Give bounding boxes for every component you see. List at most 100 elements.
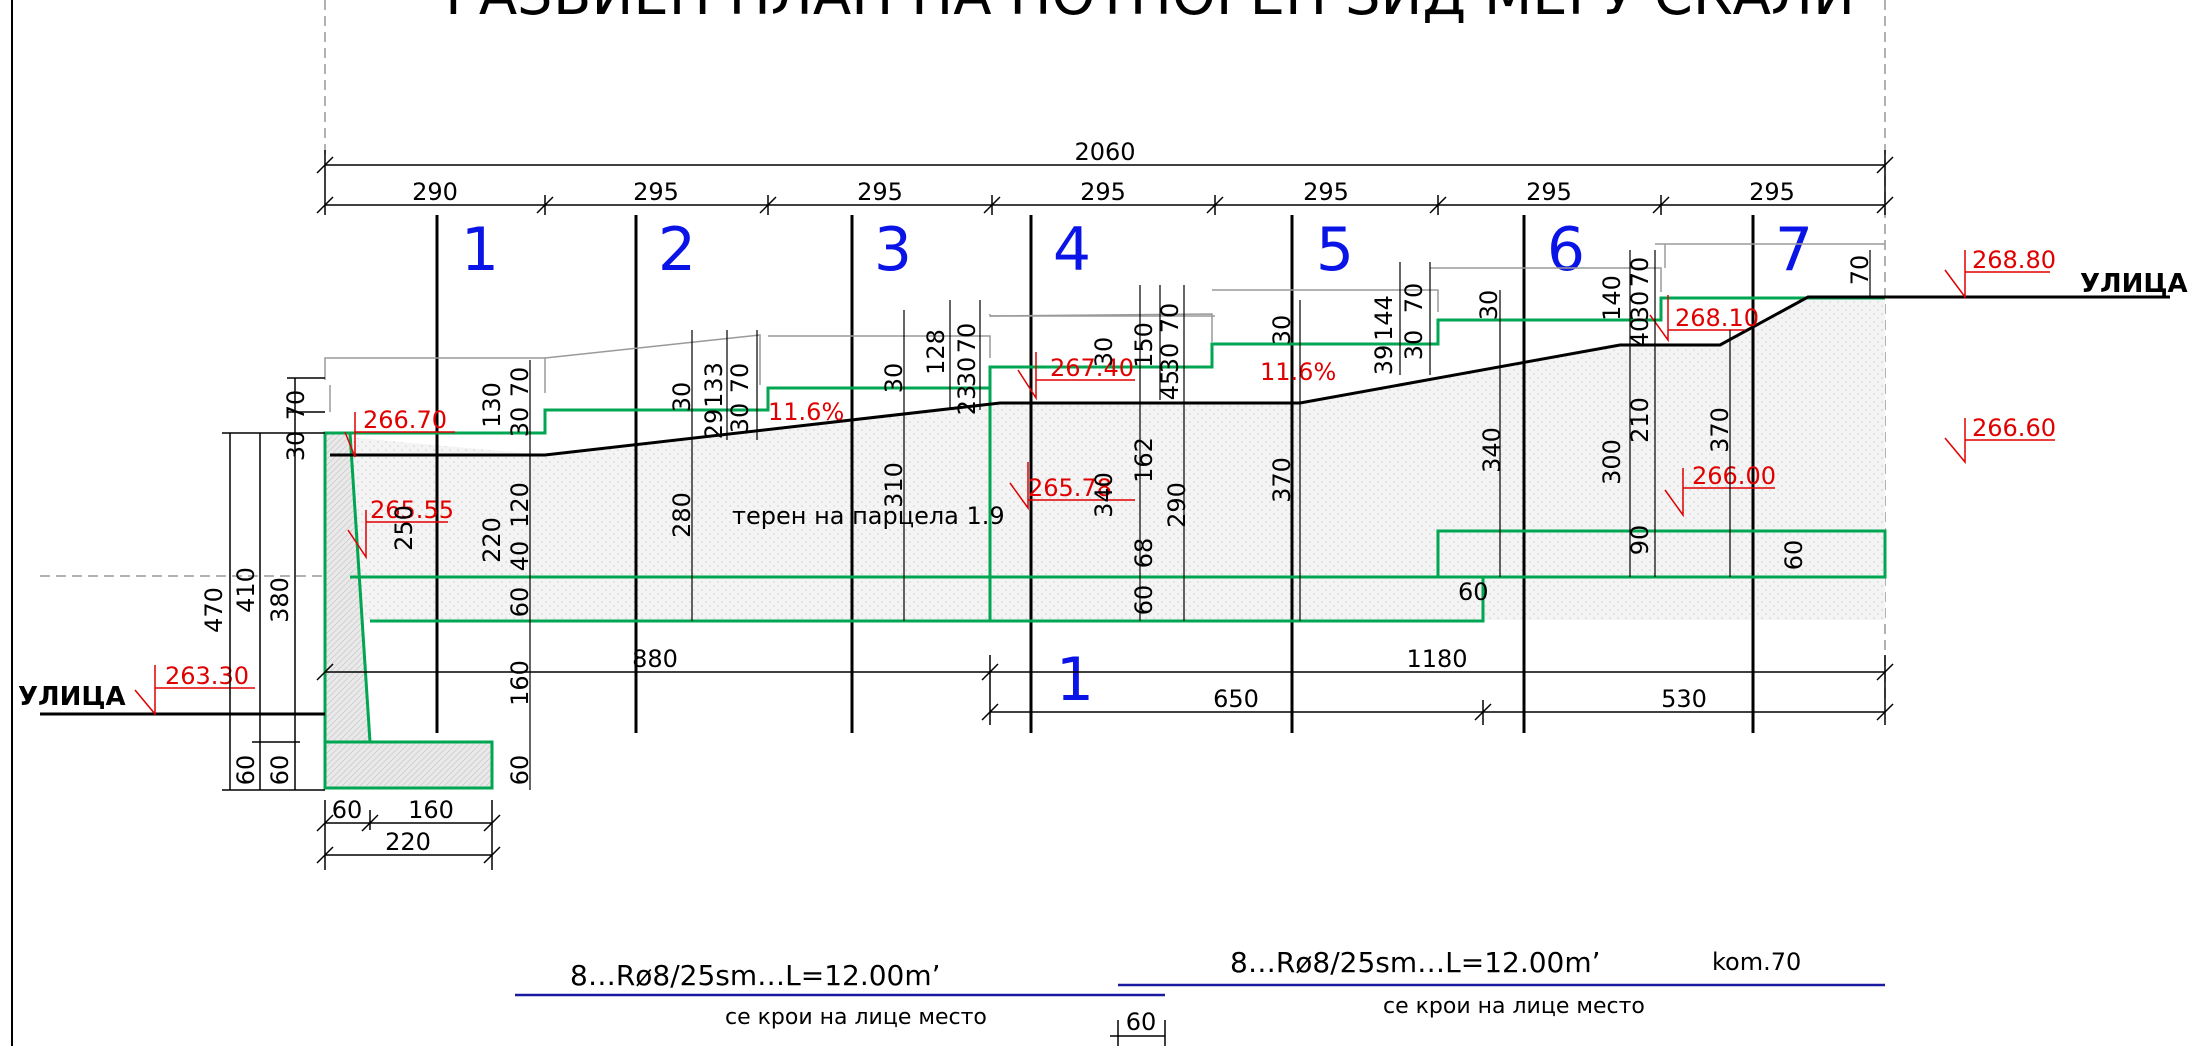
dim-1180: 1180: [1406, 645, 1467, 673]
stair-outline: [324, 243, 1885, 412]
dim-span-7: 295: [1749, 178, 1795, 206]
dim-e30: 30: [1268, 315, 1296, 346]
dim-b133: 133: [700, 362, 728, 408]
left-dim-70: 70: [282, 390, 310, 421]
inner-dimension-lines: [529, 250, 1871, 790]
dim-a120: 120: [506, 482, 534, 528]
street-label-left: УЛИЦА: [18, 682, 126, 712]
dim-g70b: 70: [1846, 255, 1874, 286]
rebar-spec-right: 8…Rø8/25sm…L=12.00m’: [1230, 946, 1601, 979]
bay-number-4: 4: [1053, 215, 1091, 285]
elevation-265-55: 265.55: [370, 496, 454, 524]
dim-e30b: 30: [1400, 330, 1428, 361]
dim-650: 650: [1213, 685, 1259, 713]
elevation-268-10: 268.10: [1675, 304, 1759, 332]
rebar-note-right: се крои на лице место: [1383, 994, 1645, 1019]
dim-a220: 220: [478, 517, 506, 563]
dim-g210: 210: [1626, 397, 1654, 443]
dim-a60: 60: [506, 587, 534, 618]
dim-g70: 70: [1626, 257, 1654, 288]
dim-b30: 30: [668, 382, 696, 413]
dim-span-6: 295: [1526, 178, 1572, 206]
dim-a160: 160: [506, 660, 534, 706]
left-dim-380: 380: [266, 577, 294, 623]
dim-c30b: 30: [953, 357, 981, 388]
terrain-line: [330, 295, 1885, 457]
dim-d150: 150: [1130, 322, 1158, 368]
footing-dim-160: 160: [408, 796, 454, 824]
dim-d68: 68: [1130, 538, 1158, 569]
dim-d30: 30: [1090, 337, 1118, 368]
dim-e39: 39: [1370, 345, 1398, 376]
dim-g40: 40: [1626, 317, 1654, 348]
bay-number-3: 3: [874, 215, 912, 285]
dim-total-length: 2060: [1074, 138, 1135, 166]
dim-e70: 70: [1400, 283, 1428, 314]
left-dimension-lines: [222, 377, 325, 791]
dim-d60: 60: [1130, 585, 1158, 616]
dim-b30b: 30: [726, 403, 754, 434]
wall-section-fill: [325, 433, 370, 742]
left-dim-60a: 60: [232, 755, 260, 786]
bay-number-2: 2: [658, 215, 696, 285]
dim-a30: 30: [506, 407, 534, 438]
left-dim-410: 410: [232, 567, 260, 613]
elevation-263-30: 263.30: [165, 662, 249, 690]
bay-number-lower: 1: [1056, 645, 1094, 715]
bay-number-7: 7: [1775, 215, 1813, 285]
bay-number-1: 1: [461, 215, 499, 285]
dim-g140: 140: [1598, 275, 1626, 321]
dim-f30: 30: [1475, 290, 1503, 321]
dim-g370: 370: [1706, 407, 1734, 453]
bay-number-5: 5: [1316, 215, 1354, 285]
dim-b29: 29: [700, 409, 728, 440]
dim-c128: 128: [922, 329, 950, 375]
street-label-right: УЛИЦА: [2080, 269, 2188, 299]
rebar-spec-left: 8…Rø8/25sm…L=12.00m’: [570, 959, 941, 992]
dim-f60: 60: [1458, 578, 1489, 606]
slope-label-2: 11.6%: [1260, 358, 1336, 386]
dim-g300: 300: [1598, 439, 1626, 485]
dim-a70: 70: [506, 367, 534, 398]
terrain-label: терен на парцела 1.9: [732, 502, 1005, 530]
soil-fill: [325, 296, 1885, 620]
dim-span-1: 290: [412, 178, 458, 206]
dim-530: 530: [1661, 685, 1707, 713]
elevation-268-80: 268.80: [1972, 246, 2056, 274]
dim-span-5: 295: [1303, 178, 1349, 206]
elevation-267-40: 267.40: [1050, 354, 1134, 382]
rebar-dim-60: 60: [1126, 1008, 1157, 1036]
dim-g90: 90: [1626, 525, 1654, 556]
dim-d290: 290: [1163, 482, 1191, 528]
dim-a40: 40: [506, 541, 534, 572]
dim-d30b: 30: [1156, 343, 1184, 374]
dim-c310: 310: [880, 462, 908, 508]
footing-fill: [325, 742, 492, 788]
dim-c70: 70: [953, 323, 981, 354]
rebar-dim-60-lines: [1110, 1020, 1166, 1046]
drawing-title: РАЗВИЕН ПЛАН НА ПОТПОРЕН ЅИД МЕЃУ СКАЛИ: [445, 0, 1855, 28]
elevation-266-70: 266.70: [363, 406, 447, 434]
wall-outline: [323, 296, 1887, 790]
dim-b280: 280: [668, 492, 696, 538]
dim-span-3: 295: [857, 178, 903, 206]
dim-b70: 70: [726, 363, 754, 394]
dim-a130: 130: [478, 382, 506, 428]
left-dim-30: 30: [282, 431, 310, 462]
top-dimension-chain: [316, 150, 1894, 215]
left-dim-60b: 60: [266, 755, 294, 786]
dim-880: 880: [632, 645, 678, 673]
dim-g60: 60: [1780, 540, 1808, 571]
left-dim-470: 470: [200, 587, 228, 633]
dim-f340: 340: [1478, 427, 1506, 473]
bay-number-6: 6: [1547, 215, 1585, 285]
dim-g30: 30: [1626, 291, 1654, 322]
footing-dimensions: [316, 800, 501, 870]
dim-a60b: 60: [506, 755, 534, 786]
dim-c23: 23: [953, 385, 981, 416]
dim-d340: 340: [1090, 472, 1118, 518]
rebar-count: kom.70: [1712, 948, 1801, 976]
dim-a250: 250: [390, 505, 418, 551]
dim-d45: 45: [1156, 370, 1184, 401]
footing-dim-220: 220: [385, 828, 431, 856]
